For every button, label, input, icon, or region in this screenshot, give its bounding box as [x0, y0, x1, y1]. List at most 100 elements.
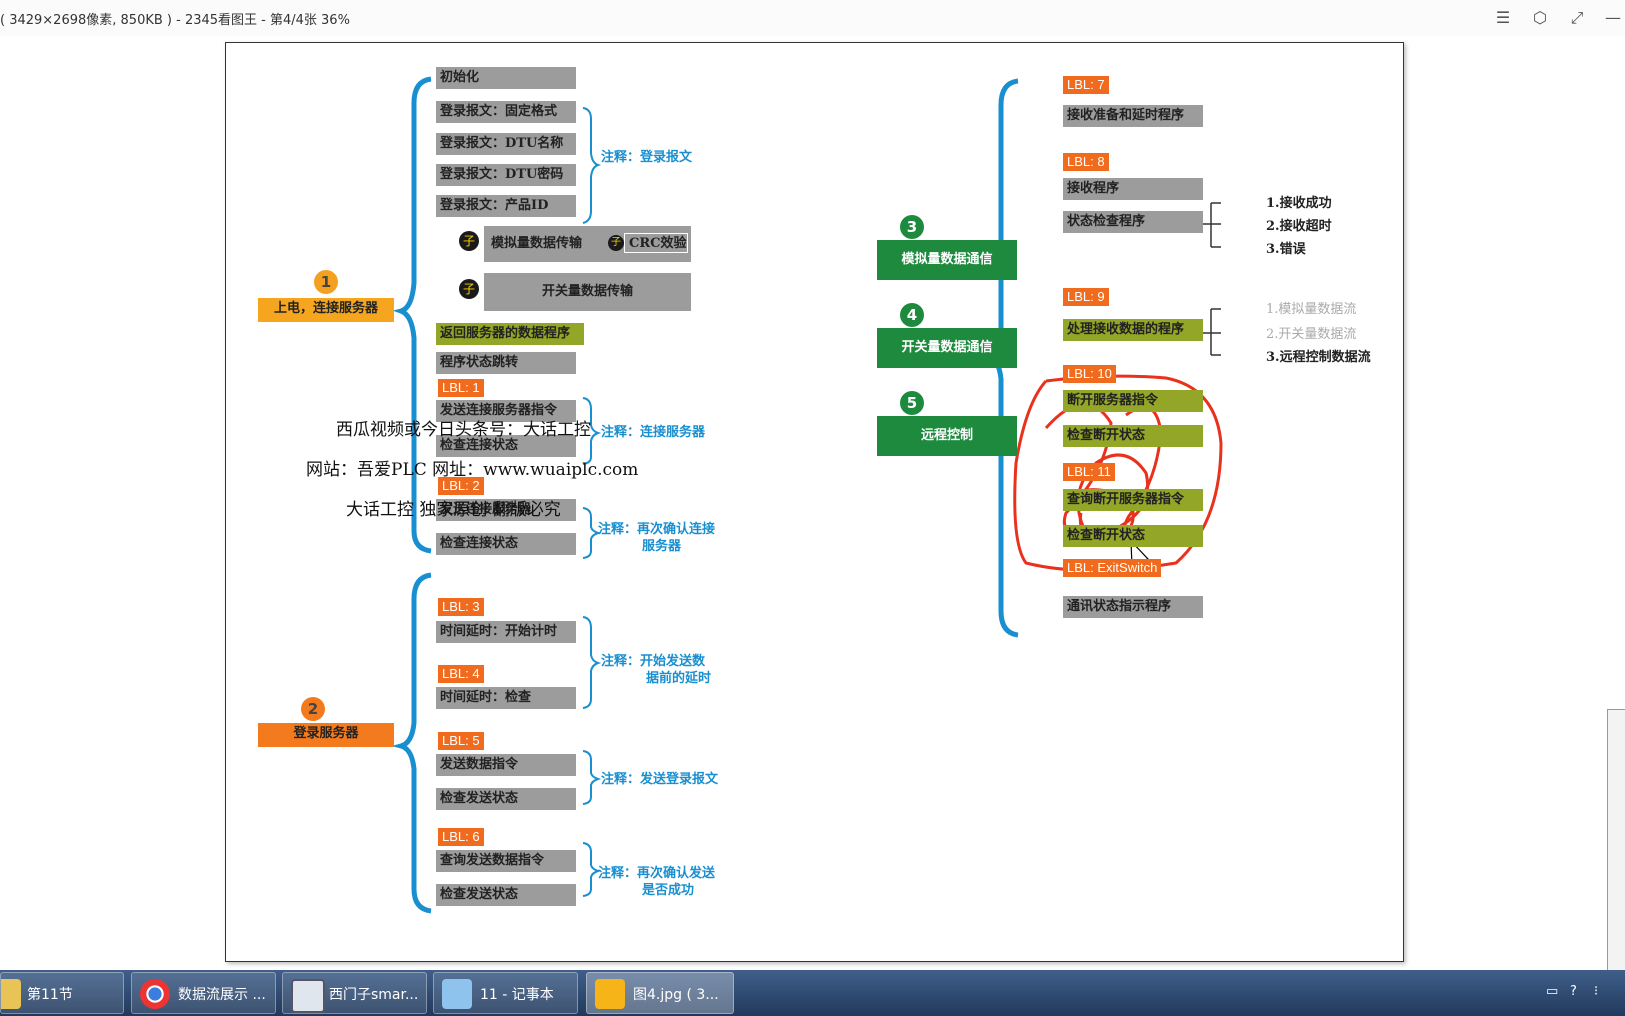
network-icon[interactable]: ▭ [1546, 984, 1559, 999]
sub-crc-check: CRC效验 [624, 233, 688, 253]
lbl-7: LBL: 7 [1063, 76, 1109, 94]
note-query-1: 注释：再次确认发送 [598, 866, 716, 881]
sub-icon: 子 [459, 231, 479, 251]
taskbar-label: 西门子smar... [329, 987, 419, 1003]
image-viewer: 1 上电，连接服务器 2 登录服务器 初始化 登录报文：固定格式 登录报文：DT… [0, 36, 1625, 973]
lbl-exit-switch: LBL: ExitSwitch [1063, 559, 1162, 577]
chrome-icon [140, 979, 170, 1009]
stream-remote: 3.远程控制数据流 [1266, 350, 1371, 365]
note-delay-1: 注释：开始发送数 [601, 654, 706, 669]
notepad-icon [442, 979, 472, 1009]
lbl-6: LBL: 6 [438, 828, 484, 846]
taskbar-item-folder[interactable]: 第11节 [0, 972, 124, 1014]
sub-analog-label: 模拟量数据传输 [491, 236, 583, 251]
item-login-dtu-pwd: 登录报文：DTU密码 [436, 164, 576, 186]
node-2-badge: 2 [301, 697, 325, 721]
watermark-line-3: 大话工控 独家原创 翻版必究 [346, 500, 561, 520]
item-check-connect-2: 检查连接状态 [436, 533, 576, 555]
note-delay-2: 据前的延时 [646, 671, 712, 686]
node-1-badge: 1 [314, 270, 338, 294]
item-login-format: 登录报文：固定格式 [436, 101, 576, 123]
item-return-server-data: 返回服务器的数据程序 [436, 323, 584, 345]
skin-icon[interactable]: ⬡ [1533, 8, 1547, 27]
node-5-badge: 5 [900, 391, 924, 415]
node-power-on-connect: 上电，连接服务器 [258, 298, 394, 322]
node-remote-control: 远程控制 [877, 416, 1017, 456]
diagram-image: 1 上电，连接服务器 2 登录服务器 初始化 登录报文：固定格式 登录报文：DT… [225, 42, 1404, 962]
item-state-check: 状态检查程序 [1063, 211, 1203, 233]
item-init: 初始化 [436, 67, 576, 89]
taskbar-item-chrome[interactable]: 数据流展示 ... [131, 972, 276, 1014]
title-bar: ( 3429×2698像素, 850KB ) - 2345看图王 - 第4/4张… [0, 0, 1625, 36]
note-connect-server: 注释：连接服务器 [601, 425, 706, 440]
menu-icon[interactable]: ☰ [1495, 8, 1511, 27]
help-icon[interactable]: ? [1570, 984, 1577, 999]
sub-analog-transfer: 模拟量数据传输 [484, 226, 691, 262]
note-reconfirm-1: 注释：再次确认连接 [598, 522, 716, 537]
folder-icon [1, 979, 21, 1009]
lbl-8: LBL: 8 [1063, 153, 1109, 171]
node-3-badge: 3 [900, 215, 924, 239]
sub-switch-transfer: 开关量数据传输 [484, 273, 691, 311]
item-query-send: 查询发送数据指令 [436, 850, 576, 872]
watermark-line-2: 网站：吾爱PLC 网址：www.wuaiplc.com [306, 460, 639, 480]
taskbar-label: 第11节 [27, 987, 73, 1003]
note-query-2: 是否成功 [642, 883, 695, 898]
taskbar-item-image-viewer[interactable]: 图4.jpg ( 3... [586, 972, 734, 1014]
item-disconnect-cmd: 断开服务器指令 [1063, 390, 1203, 412]
item-state-jump: 程序状态跳转 [436, 352, 576, 374]
item-check-send: 检查发送状态 [436, 788, 576, 810]
lbl-5: LBL: 5 [438, 732, 484, 750]
item-login-dtu-name: 登录报文：DTU名称 [436, 133, 576, 155]
result-error: 3.错误 [1266, 242, 1306, 257]
sub-icon: 子 [459, 279, 479, 299]
item-check-send-2: 检查发送状态 [436, 884, 576, 906]
note-reconfirm-2: 服务器 [642, 539, 682, 554]
sub-icon-small: 子 [608, 235, 624, 251]
volume-icon[interactable]: ⁝ [1594, 984, 1599, 999]
taskbar: 第11节 数据流展示 ... 西门子smar... 11 - 记事本 图4.jp… [0, 970, 1625, 1016]
app-icon [291, 979, 325, 1013]
taskbar-item-notepad[interactable]: 11 - 记事本 [433, 972, 578, 1014]
fullscreen-icon[interactable]: ⤢ [1570, 8, 1584, 27]
taskbar-item-siemens[interactable]: 西门子smar... [282, 972, 427, 1014]
lbl-9: LBL: 9 [1063, 288, 1109, 306]
item-send-connect: 发送连接服务器指令 [436, 400, 576, 422]
watermark-line-1: 西瓜视频或今日头条号：大话工控 [336, 420, 591, 440]
node-4-badge: 4 [900, 303, 924, 327]
minimize-icon[interactable]: — [1605, 8, 1621, 27]
item-query-disconnect: 查询断开服务器指令 [1063, 489, 1203, 511]
window-title: ( 3429×2698像素, 850KB ) - 2345看图王 - 第4/4张… [0, 13, 350, 28]
image-viewer-icon [595, 979, 625, 1009]
taskbar-label: 图4.jpg ( 3... [633, 987, 719, 1003]
item-check-disconnect: 检查断开状态 [1063, 425, 1203, 447]
side-tool-panel[interactable] [1607, 709, 1625, 973]
node-analog-comm: 模拟量数据通信 [877, 240, 1017, 280]
lbl-10: LBL: 10 [1063, 365, 1116, 383]
item-recv-prog: 接收程序 [1063, 178, 1203, 200]
item-send-connect-2: 发送连接服务器 [436, 499, 576, 521]
lbl-1: LBL: 1 [438, 379, 484, 397]
item-send-data: 发送数据指令 [436, 754, 576, 776]
item-delay-start: 时间延时：开始计时 [436, 621, 576, 643]
stream-switch: 2.开关量数据流 [1266, 327, 1357, 342]
item-recv-ready: 接收准备和延时程序 [1063, 105, 1203, 127]
lbl-4: LBL: 4 [438, 665, 484, 683]
lbl-2: LBL: 2 [438, 477, 484, 495]
item-login-product-id: 登录报文：产品ID [436, 195, 576, 217]
item-delay-check: 时间延时：检查 [436, 687, 576, 709]
item-check-connect: 检查连接状态 [436, 435, 576, 457]
item-check-disconnect-2: 检查断开状态 [1063, 525, 1203, 547]
node-switch-comm: 开关量数据通信 [877, 328, 1017, 368]
note-login-msg: 注释：登录报文 [601, 150, 693, 165]
taskbar-label: 数据流展示 ... [178, 987, 266, 1003]
node-login-server: 登录服务器 [258, 723, 394, 747]
item-comm-status: 通讯状态指示程序 [1063, 596, 1203, 618]
stream-analog: 1.模拟量数据流 [1266, 302, 1357, 317]
lbl-11: LBL: 11 [1063, 463, 1115, 481]
item-process-recv: 处理接收数据的程序 [1063, 319, 1203, 341]
taskbar-label: 11 - 记事本 [480, 987, 554, 1003]
result-recv-success: 1.接收成功 [1266, 196, 1332, 211]
result-recv-timeout: 2.接收超时 [1266, 219, 1332, 234]
lbl-3: LBL: 3 [438, 598, 484, 616]
